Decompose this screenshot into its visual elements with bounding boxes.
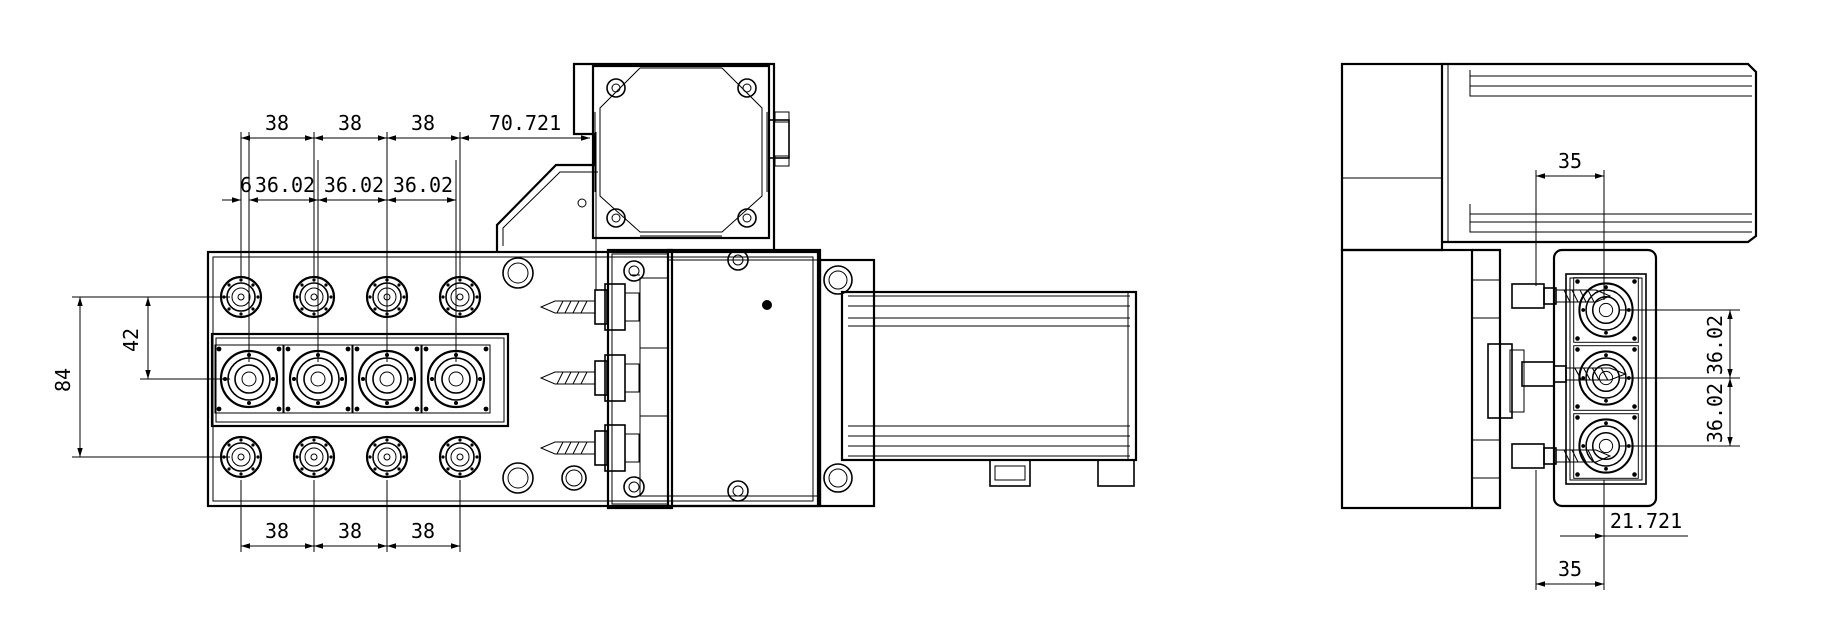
drill-spindle-top [540,283,640,331]
dim-top-pitch-2: 38 [338,111,362,135]
dimension-lines [72,132,1740,590]
dim-side-bottom: 35 [1558,557,1582,581]
front-view [206,62,1138,510]
dim-bottom-pitch-2: 38 [338,519,362,543]
linear-actuator [840,290,1138,462]
dim-top-pitch-3: 38 [411,111,435,135]
side-actuator [1442,62,1758,244]
dim-left-outer: 84 [51,368,75,392]
dim-bottom-pitch-1: 38 [265,519,289,543]
stepper-motor [591,64,771,240]
motor-bracket [495,62,776,252]
dim-sub-pitch-3: 36.02 [393,173,453,197]
gearbox-housing [666,248,822,508]
side-lower-housing [1340,248,1474,510]
dim-top-offset: 70.721 [489,111,561,135]
dim-first-offset: 6 [240,173,252,197]
dim-left-inner: 42 [119,328,143,352]
dim-sub-pitch-1: 36.02 [255,173,315,197]
side-view [1340,62,1758,510]
drill-spindle-middle [540,354,640,402]
dim-sub-pitch-2: 36.02 [324,173,384,197]
dimension-labels: 38 38 38 70.721 6 36.02 36.02 36.02 38 3… [51,111,1727,581]
drill-spindle-bottom [540,424,640,472]
chuck-row-middle [213,343,492,415]
dim-side-offset: 21.721 [1610,509,1682,533]
side-motor [1340,62,1444,252]
chuck-carrier [210,332,510,428]
spindle-housing [606,248,674,510]
dim-side-right-1: 36.02 [1703,315,1727,375]
base-plate [206,250,820,508]
dim-bottom-pitch-3: 38 [411,519,435,543]
chuck-row-top [219,275,482,319]
dim-side-right-2: 36.02 [1703,383,1727,443]
dim-side-top: 35 [1558,149,1582,173]
chuck-row-bottom [219,435,482,479]
actuator-flange [818,258,876,508]
dim-top-pitch-1: 38 [265,111,289,135]
